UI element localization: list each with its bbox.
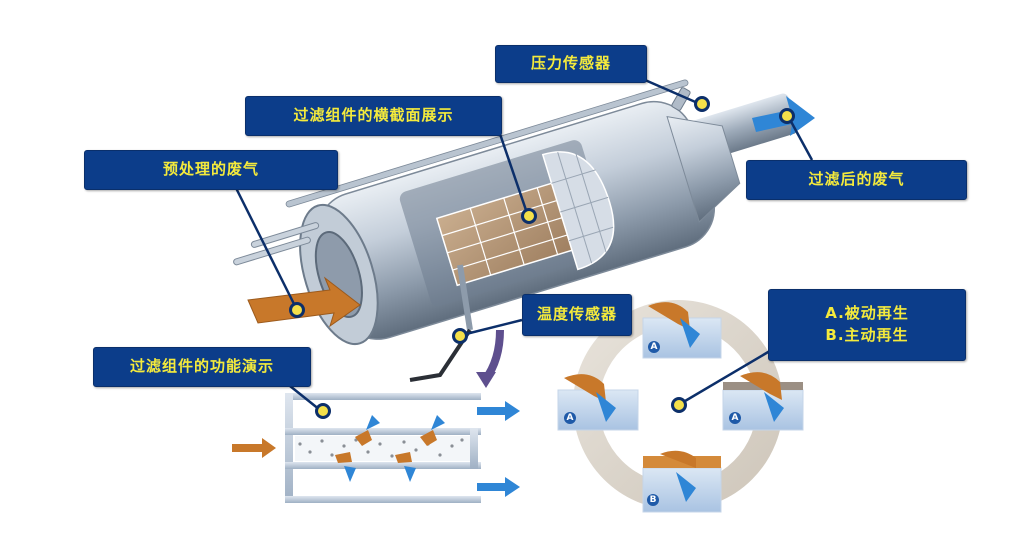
marker-regeneration [671, 397, 687, 413]
label-regeneration-a: A.被动再生 [825, 304, 909, 323]
marker-raw-exhaust [289, 302, 305, 318]
stage-right [722, 372, 804, 431]
label-function-demo: 过滤组件的功能演示 [93, 347, 311, 387]
marker-pressure-sensor [694, 96, 710, 112]
badge-text: A [650, 342, 658, 352]
exhaust-in-arrow [247, 276, 361, 328]
label-raw-exhaust: 预处理的废气 [84, 150, 338, 190]
regeneration-cycle [557, 300, 804, 513]
badge-text: B [649, 495, 657, 505]
stage-top [642, 302, 722, 359]
label-text: 过滤组件的横截面展示 [293, 106, 454, 125]
stage-bottom [642, 450, 722, 513]
badge-stage-left: A [564, 412, 576, 424]
badge-stage-right: A [729, 412, 741, 424]
label-text: 过滤组件的功能演示 [129, 357, 274, 376]
marker-temperature-sensor [452, 328, 468, 344]
label-filtered-exhaust: 过滤后的废气 [746, 160, 967, 200]
markers [289, 96, 795, 419]
label-temperature-sensor: 温度传感器 [522, 294, 632, 336]
badge-stage-bottom: B [647, 494, 659, 506]
label-text: 预处理的废气 [162, 160, 259, 179]
label-text: 温度传感器 [536, 305, 617, 324]
badge-text: A [566, 413, 574, 423]
leader-lines [234, 78, 814, 411]
label-text: 过滤后的废气 [808, 170, 905, 189]
label-regeneration: A.被动再生 B.主动再生 [768, 289, 966, 361]
marker-filtered-exhaust [779, 108, 795, 124]
label-pressure-sensor: 压力传感器 [495, 45, 647, 83]
marker-cross-section [521, 208, 537, 224]
stage-left [557, 374, 639, 431]
label-cross-section: 过滤组件的横截面展示 [245, 96, 502, 136]
label-regeneration-b: B.主动再生 [825, 326, 909, 344]
dpf-canister [233, 79, 798, 382]
filter-function-demo [232, 393, 520, 503]
badge-text: A [731, 413, 739, 423]
marker-function-demo [315, 403, 331, 419]
label-text: 压力传感器 [530, 54, 611, 73]
badge-stage-top: A [648, 341, 660, 353]
